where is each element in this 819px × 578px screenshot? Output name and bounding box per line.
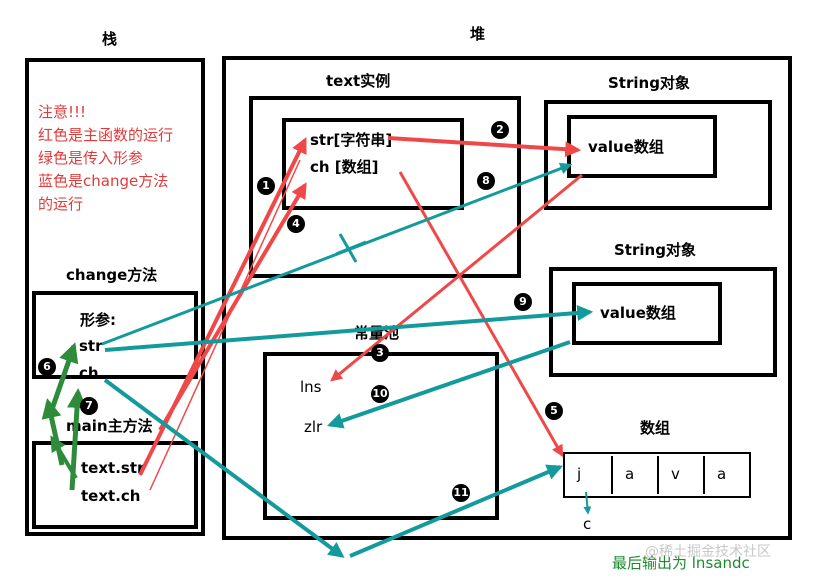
change-method-box — [32, 291, 198, 379]
char-array-box: j a v a — [563, 452, 751, 498]
badge-6: 6 — [38, 358, 56, 376]
note-line: 绿色是传入形参 — [38, 149, 144, 167]
arrow-7b — [50, 435, 78, 480]
arrow-4 — [158, 182, 307, 432]
badge-5: 5 — [545, 402, 563, 420]
badge-1: 1 — [257, 177, 275, 195]
note-line: 注意!!! — [38, 103, 87, 121]
stack-box — [25, 58, 205, 536]
string-object-2-box — [549, 267, 777, 377]
legend-note: 注意!!! 红色是主函数的运行 绿色是传入形参 蓝色是change方法 的运行 — [38, 101, 173, 216]
param-ch: ch — [79, 364, 99, 382]
arrow-1b — [149, 159, 301, 491]
text-fields-box — [282, 118, 464, 210]
arrow-11b — [349, 464, 563, 558]
array-cell: a — [703, 456, 749, 494]
heap-title: 堆 — [470, 25, 486, 43]
arrow-5 — [398, 171, 564, 458]
value-array-1-label: value数组 — [588, 138, 664, 156]
badge-2: 2 — [491, 121, 509, 139]
badge-3: 3 — [371, 344, 389, 362]
arrow-6 — [47, 342, 79, 416]
const-zlr: zlr — [304, 418, 323, 436]
text-instance-title: text实例 — [326, 72, 391, 90]
arrow-c — [583, 491, 592, 515]
string-object-1-box — [544, 100, 772, 210]
arrow-2 — [387, 136, 582, 158]
badge-8: 8 — [477, 172, 495, 190]
replaced-char-c: c — [583, 515, 592, 533]
note-line: 红色是主函数的运行 — [38, 126, 174, 144]
badge-7: 7 — [80, 397, 98, 415]
array-cell: v — [657, 456, 703, 494]
array-title: 数组 — [640, 419, 671, 437]
text-str-label: text.str — [81, 459, 145, 477]
badge-4: 4 — [287, 215, 305, 233]
ch-field: ch [数组] — [310, 158, 379, 176]
arrow-8 — [101, 162, 573, 346]
text-ch-label: text.ch — [81, 487, 141, 505]
stack-title: 栈 — [102, 30, 118, 48]
watermark: @稀土掘金技术社区 — [645, 544, 771, 560]
badge-9: 9 — [514, 293, 532, 311]
string-object-2-title: String对象 — [614, 241, 696, 259]
text-instance-box — [249, 96, 521, 278]
arrow-10 — [326, 340, 571, 429]
note-line: 的运行 — [38, 195, 84, 213]
const-lns: lns — [300, 378, 322, 396]
param-str: str — [79, 337, 103, 355]
params-label: 形参: — [80, 311, 116, 329]
final-output-note: 最后输出为 lnsandc — [612, 554, 750, 572]
badge-10: 10 — [371, 385, 389, 403]
note-line: 蓝色是change方法 — [38, 172, 169, 190]
change-method-title: change方法 — [66, 266, 158, 284]
arrow-11a — [103, 378, 345, 558]
main-method-box — [32, 441, 198, 529]
arrow-6b — [41, 398, 65, 466]
badge-11: 11 — [452, 484, 470, 502]
array-cell: a — [611, 456, 657, 494]
str-field: str[字符串] — [310, 131, 393, 149]
array-cell: j — [577, 465, 582, 483]
cross-mark — [335, 233, 367, 263]
arrow-9 — [104, 305, 594, 352]
value-array-2-label: value数组 — [600, 304, 676, 322]
string-object-1-title: String对象 — [608, 74, 690, 92]
main-method-title: main主方法 — [66, 417, 153, 435]
